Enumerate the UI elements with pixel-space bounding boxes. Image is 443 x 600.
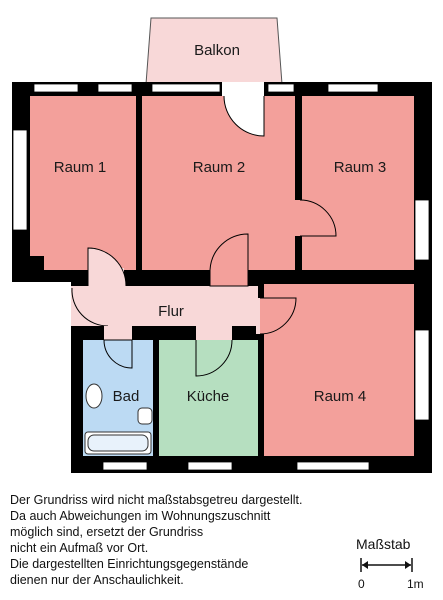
room1-floor [30,96,136,256]
entrance-door-arc [71,287,109,327]
room3-floor [302,96,414,270]
balcony-door-opening [222,82,264,96]
door-room2-swing [209,233,249,287]
sink-icon [85,383,103,409]
disclaimer-line: Die dargestellten Einrichtungsgegenständ… [10,557,249,571]
scale-start-label: 0 [358,577,365,591]
door-room3-swing [299,199,337,237]
disclaimer-line: Da auch Abweichungen im Wohnungszuschnit… [10,509,271,523]
door-room3-opening [295,200,303,236]
room2-floor [142,96,295,270]
kitchen-label: Küche [187,388,230,405]
disclaimer-line: nicht ein Aufmaß vor Ort. [10,541,149,555]
scale-bar [360,558,413,572]
disclaimer-line: dienen nur der Anschaulichkeit. [10,573,184,587]
hallway-label: Flur [158,303,184,320]
bath-label: Bad [113,388,140,405]
room4-label: Raum 4 [314,388,367,405]
floor-plan: Balkon Raum 1 Raum 2 Raum 3 Flur Bad Küc… [12,17,432,473]
scale-title: Maßstab [356,536,411,552]
bath-fixtures [84,383,153,455]
disclaimer-line: Der Grundriss wird nicht maßstabsgetreu … [10,493,303,507]
door-room4-swing [259,297,297,335]
balcony-door-swing [223,95,265,137]
balcony-label: Balkon [194,42,240,59]
room1-label: Raum 1 [54,159,107,176]
disclaimer-line: möglich sind, ersetzt der Grundriss [10,525,204,539]
room3-label: Raum 3 [334,159,387,176]
bath-door-swing [103,339,133,369]
scale-end-label: 1m [407,577,424,591]
room2-label: Raum 2 [193,159,246,176]
kitchen-door-opening [196,326,232,342]
room3-floor-bottom [302,258,414,270]
disclaimer-text: Der Grundriss wird nicht maßstabsgetreu … [10,492,340,588]
hallway-floor [71,286,258,326]
door-room1-swing [87,247,127,287]
kitchen-door-swing [195,339,233,377]
bath-door-opening [104,326,132,342]
windows [12,83,430,471]
